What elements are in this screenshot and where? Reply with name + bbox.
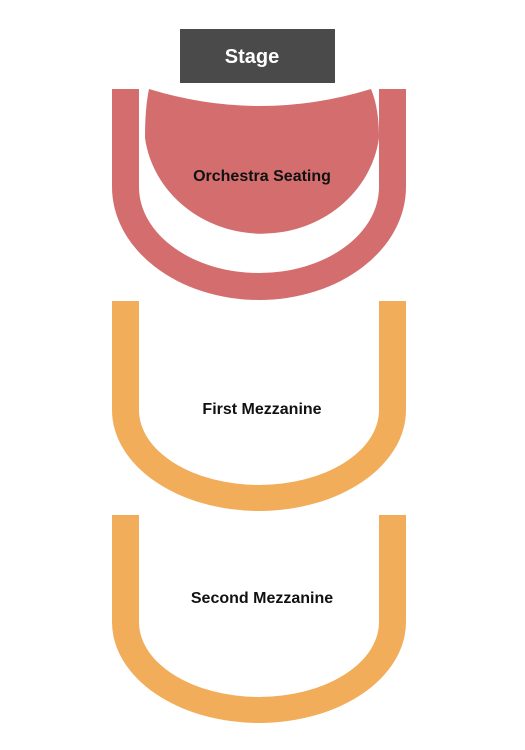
stage-block	[180, 29, 335, 83]
first-mezzanine-label: First Mezzanine	[202, 401, 321, 418]
second-mezzanine-ring[interactable]	[112, 515, 406, 723]
stage-label: Stage	[225, 46, 279, 68]
section-second-mezzanine[interactable]: Second Mezzanine	[112, 515, 406, 723]
orchestra-center-block[interactable]	[145, 89, 379, 234]
section-first-mezzanine[interactable]: First Mezzanine	[112, 301, 406, 511]
stage: Stage	[180, 29, 335, 83]
orchestra-label: Orchestra Seating	[193, 168, 331, 185]
section-orchestra[interactable]: Orchestra Seating	[112, 89, 406, 300]
second-mezzanine-label: Second Mezzanine	[191, 590, 333, 607]
